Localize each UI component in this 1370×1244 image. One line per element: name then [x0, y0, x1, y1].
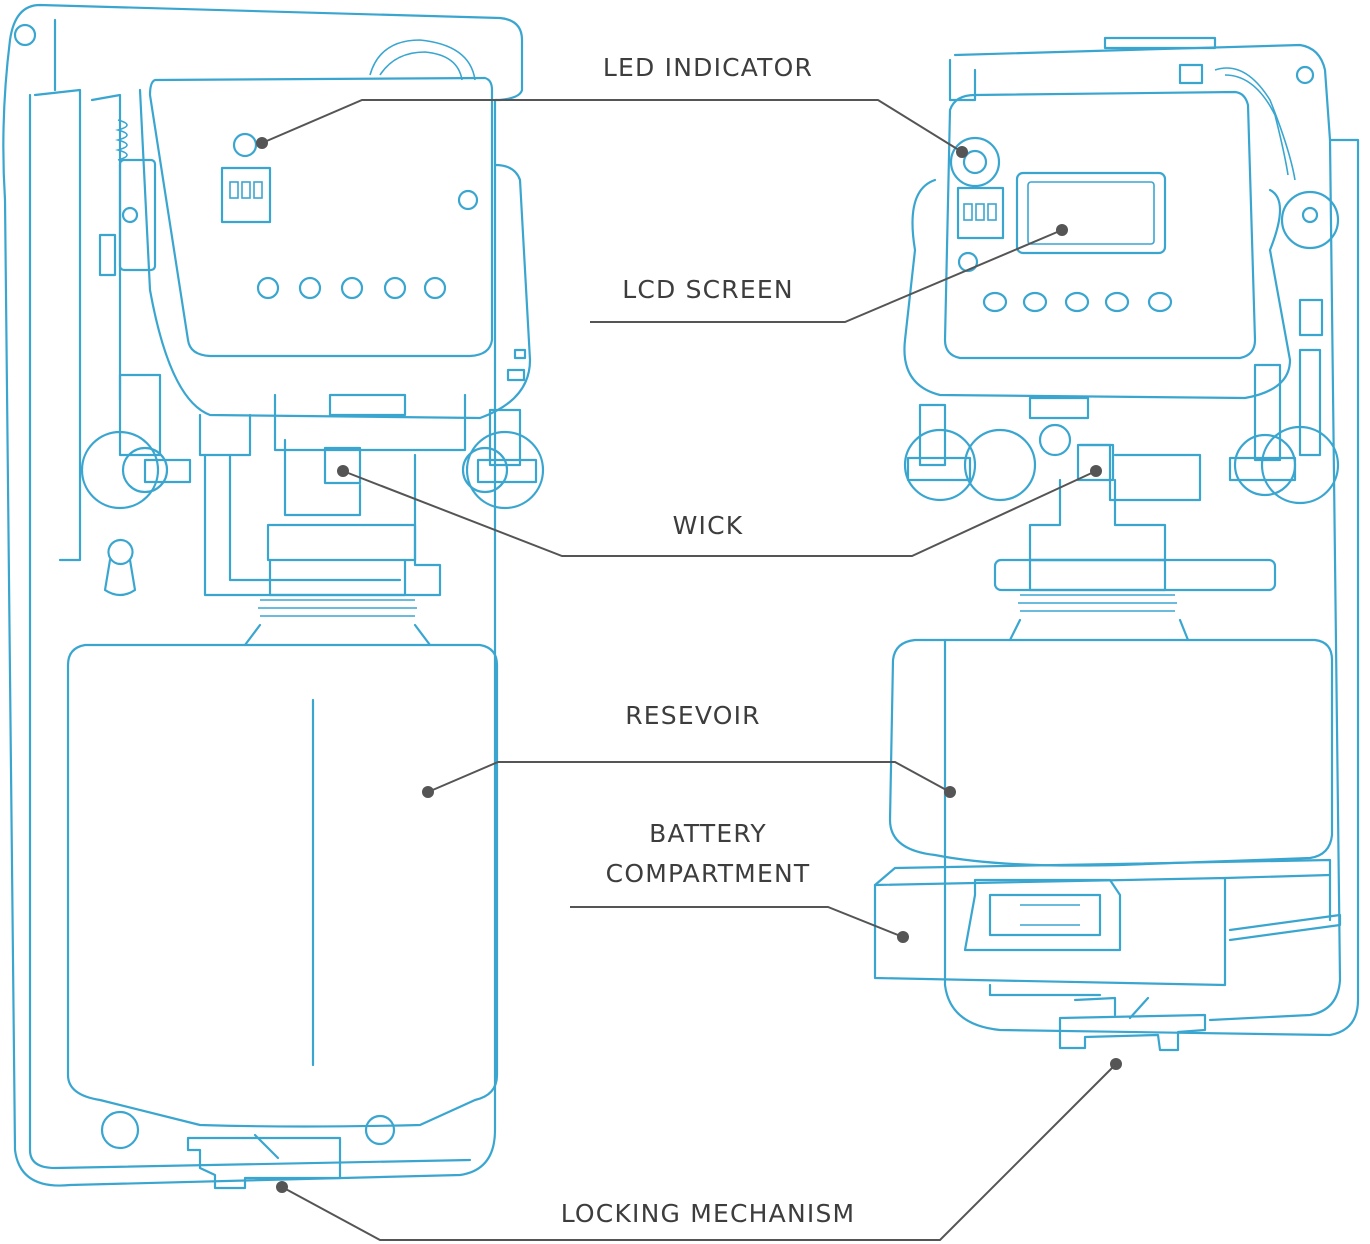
right-wheel-right: [1260, 425, 1340, 505]
left-wheel-right: [465, 430, 545, 510]
right-wheel-left: [903, 428, 977, 502]
leader-led: [261, 99, 963, 153]
left-buttons: [256, 276, 447, 300]
label-wick: WICK: [672, 511, 744, 540]
leader-battery: [570, 906, 904, 938]
right-led: [949, 136, 1001, 188]
right-dip-switch: [956, 186, 1005, 240]
left-led: [232, 132, 258, 158]
left-wick: [323, 446, 362, 485]
right-locking-latch: [1058, 1013, 1207, 1052]
left-reservoir: [66, 643, 499, 1128]
right-housing: [943, 43, 1360, 1037]
right-wick: [1076, 443, 1115, 482]
left-dip-switch: [220, 166, 272, 224]
left-housing: [2, 3, 524, 1187]
label-lcd-screen: LCD SCREEN: [622, 275, 794, 304]
right-dispenser: [873, 36, 1360, 1052]
label-led-indicator: LED INDICATOR: [602, 53, 814, 82]
leader-locking: [281, 1063, 1117, 1241]
right-lcd-screen: [1015, 171, 1167, 255]
leader-wick: [342, 470, 1097, 557]
label-battery-line1: BATTERY: [649, 819, 767, 848]
left-locking-latch: [186, 1136, 342, 1190]
left-keyhole: [107, 538, 134, 566]
left-dispenser: [2, 3, 545, 1190]
label-locking-mechanism: LOCKING MECHANISM: [560, 1199, 856, 1228]
right-electronics-module: [943, 90, 1257, 360]
label-battery-line2: COMPARTMENT: [605, 859, 811, 888]
leader-lines: [256, 99, 1122, 1241]
right-buttons: [982, 291, 1173, 313]
leader-lcd: [590, 229, 1063, 323]
left-electronics-module: [148, 76, 494, 358]
right-reservoir: [888, 638, 1334, 867]
label-reservoir: RESEVOIR: [625, 701, 761, 730]
leader-reservoir: [427, 761, 951, 793]
